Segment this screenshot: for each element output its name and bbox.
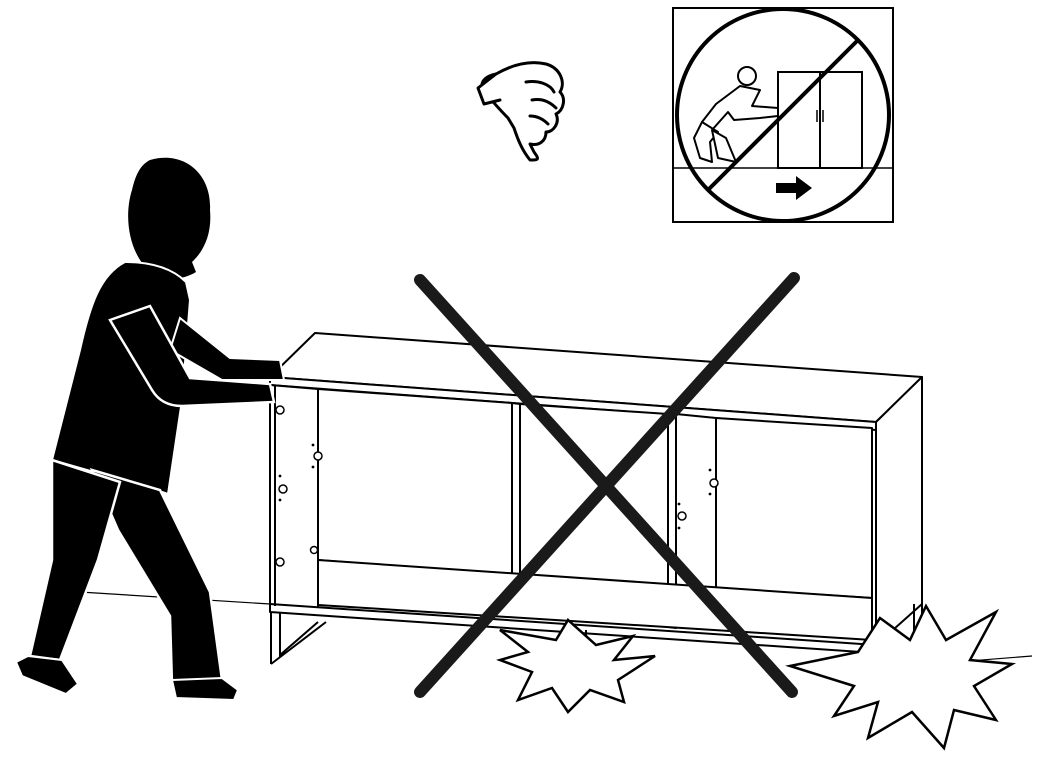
cabinet-left-side <box>270 385 318 610</box>
person-head <box>128 158 210 279</box>
compartment-right <box>716 418 872 598</box>
person-leg-front <box>30 460 120 660</box>
leg-left <box>271 612 326 664</box>
compartment-left <box>318 389 512 575</box>
prohibited-sign-icon <box>673 8 893 222</box>
person-silhouette <box>16 158 284 700</box>
thumbs-down-icon <box>478 63 563 160</box>
cabinet-right-side <box>876 377 922 645</box>
person-foot-rear <box>172 678 238 700</box>
person-foot-front <box>16 656 78 694</box>
